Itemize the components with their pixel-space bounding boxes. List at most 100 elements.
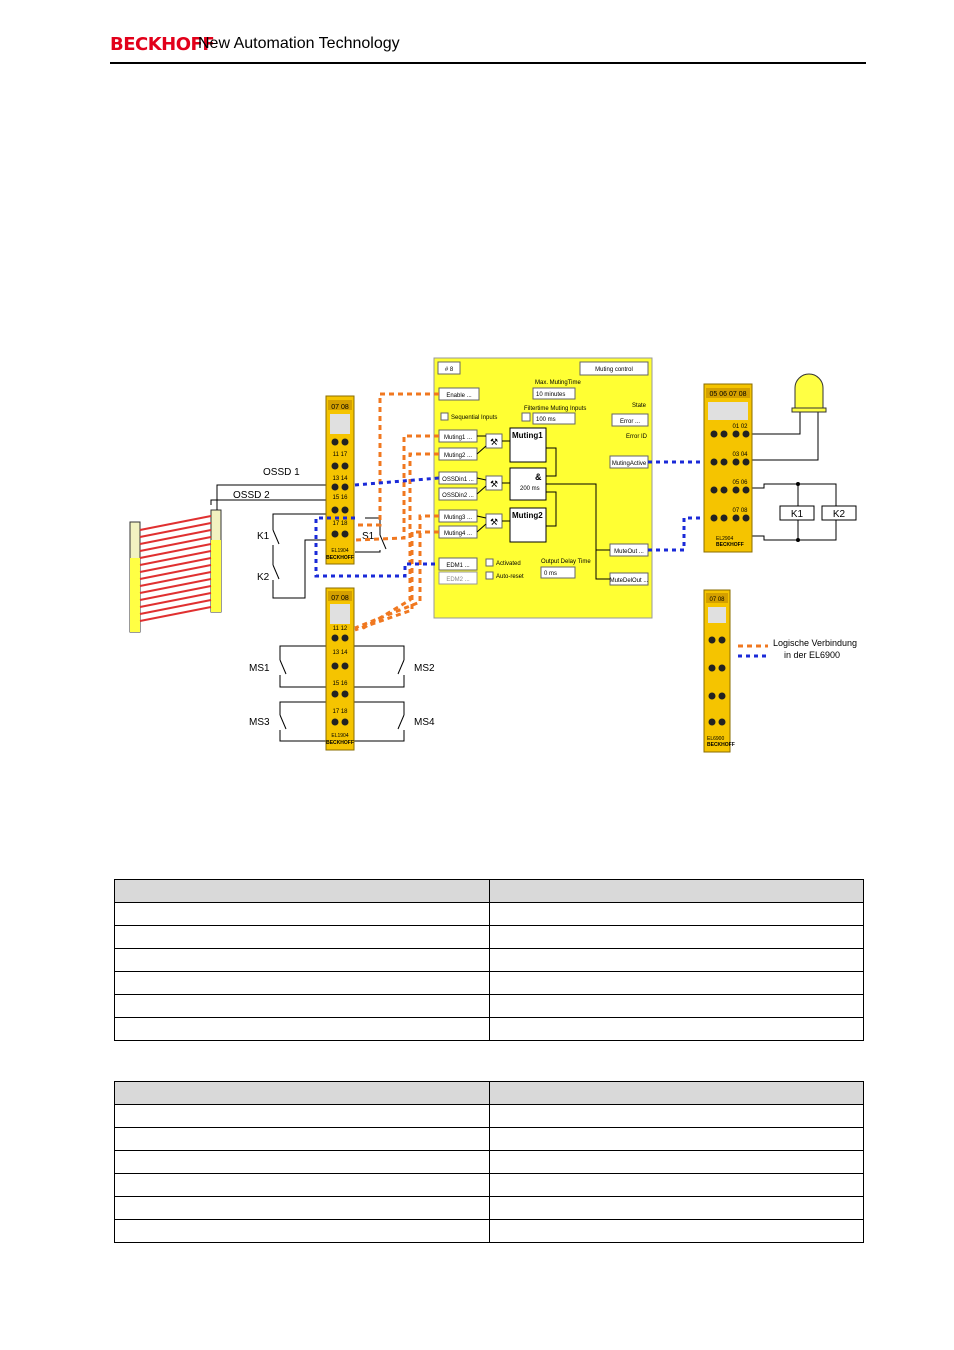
svg-text:Filtertime Muting Inputs: Filtertime Muting Inputs — [524, 406, 586, 412]
legend-line2: in der EL6900 — [784, 650, 840, 660]
table-row — [114, 1196, 864, 1220]
page-header: BECKHOFF New Automation Technology — [110, 30, 866, 66]
terminal-el2904: 05 06 07 08 01 02 03 04 05 06 07 08 EL29… — [703, 383, 753, 553]
output-delay-field[interactable] — [540, 566, 576, 579]
svg-text:13 14: 13 14 — [332, 650, 348, 656]
lamp-icon — [791, 373, 827, 413]
svg-text:Max. MutingTime: Max. MutingTime — [535, 380, 581, 386]
table-row — [114, 1017, 864, 1041]
table-row — [114, 902, 864, 926]
svg-text:10 minutes: 10 minutes — [536, 392, 565, 398]
svg-text:BECKHOFF: BECKHOFF — [326, 555, 354, 561]
table-row — [114, 1104, 864, 1128]
header-tagline: New Automation Technology — [198, 35, 400, 52]
filter-time-field[interactable] — [532, 412, 576, 425]
ossd2-label: OSSD 2 — [233, 490, 270, 501]
relay-k2-label: K2 — [833, 509, 846, 520]
relay-k1 — [779, 505, 815, 521]
svg-text:Output Delay Time: Output Delay Time — [541, 559, 591, 565]
filter-checkbox[interactable] — [521, 412, 531, 422]
svg-text:15 16: 15 16 — [332, 495, 348, 501]
svg-text:200 ms: 200 ms — [520, 486, 540, 492]
muting-function-block: # 8 Muting control Max. MutingTime 10 mi… — [433, 357, 653, 619]
muting-control-button[interactable] — [579, 361, 649, 376]
svg-text:&: & — [535, 472, 542, 482]
table-row — [114, 925, 864, 949]
svg-text:17 18: 17 18 — [332, 709, 348, 715]
svg-text:Auto-reset: Auto-reset — [496, 574, 524, 580]
autoreset-checkbox[interactable] — [485, 571, 494, 580]
k2-label: K2 — [257, 572, 270, 583]
svg-text:Muting control: Muting control — [595, 367, 633, 373]
svg-text:BECKHOFF: BECKHOFF — [716, 542, 744, 548]
table-header-row — [114, 1081, 864, 1105]
table-row — [114, 1219, 864, 1243]
svg-text:Muting4 ...: Muting4 ... — [444, 531, 472, 537]
legend-line1: Logische Verbindung — [773, 638, 857, 648]
svg-text:Muting1 ...: Muting1 ... — [444, 435, 472, 441]
edm2-input[interactable] — [438, 571, 478, 585]
svg-text:07 08: 07 08 — [331, 595, 349, 602]
relay-k1-label: K1 — [791, 509, 804, 520]
svg-text:⚒: ⚒ — [490, 517, 498, 527]
light-curtain — [129, 509, 222, 633]
k1-label: K1 — [257, 531, 270, 542]
svg-text:17 18: 17 18 — [332, 521, 348, 527]
svg-text:Muting3 ...: Muting3 ... — [444, 515, 472, 521]
muting-wiring-diagram: K1 K2 OSSD 1 OSSD 2 K1 K2 S1 MS1 MS2 MS3… — [129, 357, 857, 753]
ms4-label: MS4 — [414, 717, 435, 728]
table-2 — [114, 1081, 864, 1243]
activated-checkbox[interactable] — [485, 558, 494, 567]
error-button[interactable] — [611, 413, 649, 427]
svg-text:BECKHOFF: BECKHOFF — [707, 742, 735, 748]
table-row — [114, 1173, 864, 1197]
svg-text:⚒: ⚒ — [490, 437, 498, 447]
ossd1-label: OSSD 1 — [263, 467, 300, 478]
svg-text:BECKHOFF: BECKHOFF — [326, 740, 354, 746]
svg-text:11 12: 11 12 — [333, 626, 348, 632]
svg-text:EL1904: EL1904 — [331, 733, 348, 739]
table-1 — [114, 879, 864, 1041]
svg-text:⚒: ⚒ — [490, 479, 498, 489]
terminal-el1904-2: 07 08 11 12 13 14 15 16 17 18 EL1904 BEC… — [325, 587, 355, 751]
terminal-el1904-1: 07 08 11 17 13 14 15 16 17 18 EL1904 BEC… — [325, 395, 355, 565]
svg-text:0 ms: 0 ms — [544, 571, 557, 577]
sequential-inputs-checkbox[interactable] — [440, 412, 449, 421]
svg-text:13 14: 13 14 — [332, 476, 348, 482]
beckhoff-logo: BECKHOFF — [110, 34, 215, 55]
svg-text:Error ...: Error ... — [620, 419, 640, 425]
svg-text:07 08: 07 08 — [331, 404, 349, 411]
s1-label: S1 — [362, 531, 375, 542]
muting1-block — [509, 427, 547, 463]
svg-text:EDM1 ...: EDM1 ... — [446, 563, 470, 569]
ms3-label: MS3 — [249, 717, 270, 728]
relay-k2 — [821, 505, 857, 521]
table-row — [114, 1150, 864, 1174]
svg-text:State: State — [632, 403, 647, 409]
svg-text:Sequential Inputs: Sequential Inputs — [451, 415, 497, 421]
table-header-row — [114, 879, 864, 903]
table-row — [114, 948, 864, 972]
ms2-label: MS2 — [414, 663, 435, 674]
svg-text:Muting2 ...: Muting2 ... — [444, 453, 472, 459]
svg-text:EL6900: EL6900 — [707, 736, 724, 742]
svg-text:07 08: 07 08 — [732, 508, 748, 514]
blue-logical-links — [314, 460, 768, 658]
svg-text:Muting2: Muting2 — [512, 511, 543, 520]
svg-text:01 02: 01 02 — [732, 424, 748, 430]
svg-text:MuteOut ...: MuteOut ... — [614, 549, 644, 555]
svg-text:MutingActive: MutingActive — [612, 461, 647, 467]
svg-text:15 16: 15 16 — [332, 681, 348, 687]
svg-text:05 06 07 08: 05 06 07 08 — [710, 391, 747, 398]
svg-text:Error ID: Error ID — [626, 434, 648, 440]
table-row — [114, 994, 864, 1018]
svg-text:Activated: Activated — [496, 561, 521, 567]
and-block — [509, 467, 547, 501]
max-muting-time-field[interactable] — [532, 387, 576, 400]
svg-text:07 08: 07 08 — [709, 597, 725, 603]
muting2-block — [509, 507, 547, 543]
table-row — [114, 1127, 864, 1151]
svg-text:EDM2 ...: EDM2 ... — [446, 577, 470, 583]
edm1-input[interactable] — [438, 557, 478, 571]
terminal-el6900: 07 08 EL6900 BECKHOFF — [703, 589, 735, 753]
